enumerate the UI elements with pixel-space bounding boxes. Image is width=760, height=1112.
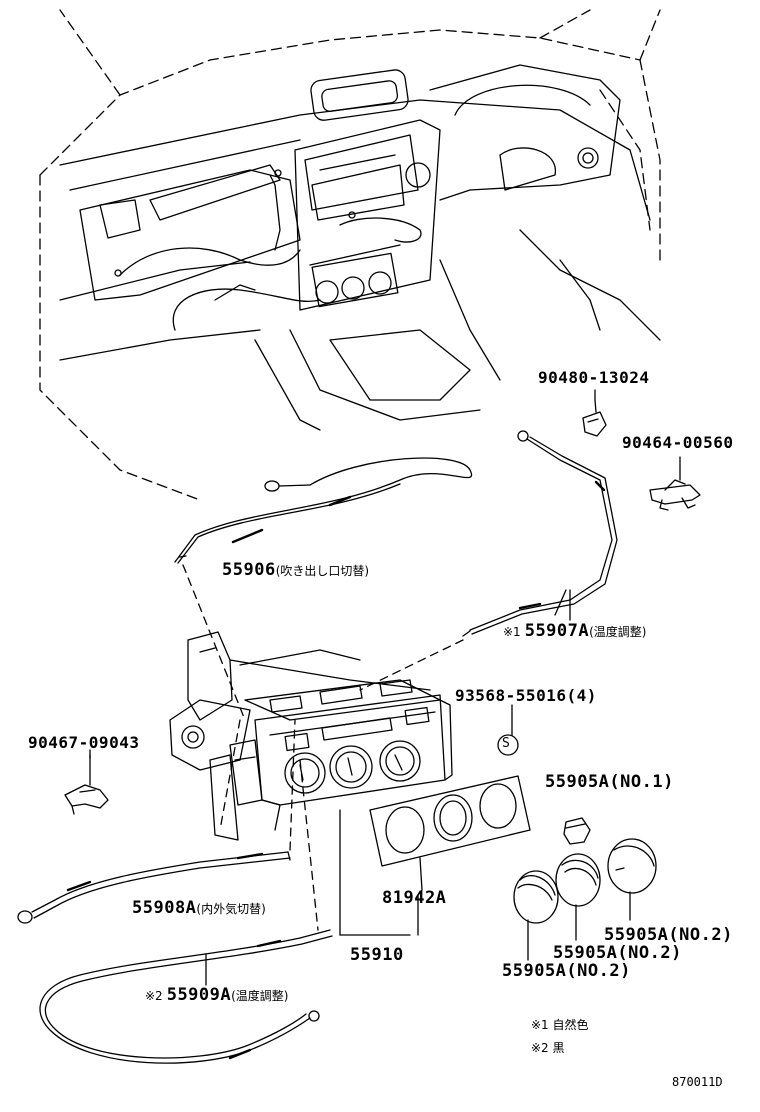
- cable-55906: [174, 457, 473, 564]
- label-55909a: 55909A: [166, 985, 232, 1005]
- label-81942a: 81942A: [382, 888, 447, 908]
- label-55907a: 55907A: [524, 621, 590, 641]
- label-55906-note: (吹き出し口切替): [275, 564, 370, 578]
- label-55909a-note: (温度調整): [231, 989, 289, 1003]
- cable-55909a: [39, 929, 333, 1064]
- label-55907a-mark: ※1: [503, 625, 521, 639]
- label-s-marker: S: [502, 736, 511, 751]
- clip-90480: [582, 399, 607, 437]
- knob-55905a-no1: [563, 817, 591, 845]
- label-leaders: [89, 389, 596, 936]
- label-55907a-note: (温度調整): [589, 625, 647, 639]
- label-55905a-no2-b: 55905A(NO.2): [553, 943, 682, 963]
- label-55909a-mark: ※2: [145, 989, 163, 1003]
- dashboard-illustration: [39, 9, 661, 501]
- label-55908a-row: 55908A(内外気切替): [132, 898, 266, 918]
- label-55906: 55906: [222, 560, 276, 580]
- cable-55907a: [462, 430, 618, 637]
- label-55909a-row: ※2 55909A(温度調整): [145, 985, 289, 1005]
- cable-55908a: [17, 851, 291, 924]
- leader-lines: [182, 564, 464, 931]
- knobs-55905a-no2: [513, 838, 657, 961]
- label-55905a-no1: 55905A(NO.1): [545, 772, 674, 792]
- label-90480: 90480-13024: [538, 368, 650, 387]
- label-55910: 55910: [350, 945, 404, 965]
- label-90464: 90464-00560: [622, 433, 734, 452]
- label-93568: 93568-55016(4): [455, 686, 597, 705]
- label-55907a-row: ※1 55907A(温度調整): [503, 621, 647, 641]
- label-55906-row: 55906(吹き出し口切替): [222, 560, 369, 580]
- legend-note-2: ※2 黒: [531, 1041, 565, 1055]
- figure-code: 870011D: [672, 1075, 723, 1089]
- label-55905a-no2-c: 55905A(NO.2): [502, 961, 631, 981]
- s-marker-circle: [497, 734, 519, 756]
- label-90467: 90467-09043: [28, 733, 140, 752]
- legend-note-1: ※1 自然色: [531, 1018, 589, 1032]
- panel-81942a: [369, 775, 531, 896]
- label-55908a: 55908A: [132, 898, 197, 918]
- clip-90467: [64, 754, 109, 815]
- clip-90464: [649, 456, 701, 511]
- control-assembly-55910: [169, 631, 453, 841]
- label-55905a-no2-a: 55905A(NO.2): [604, 925, 733, 945]
- label-55908a-note: (内外気切替): [196, 902, 266, 916]
